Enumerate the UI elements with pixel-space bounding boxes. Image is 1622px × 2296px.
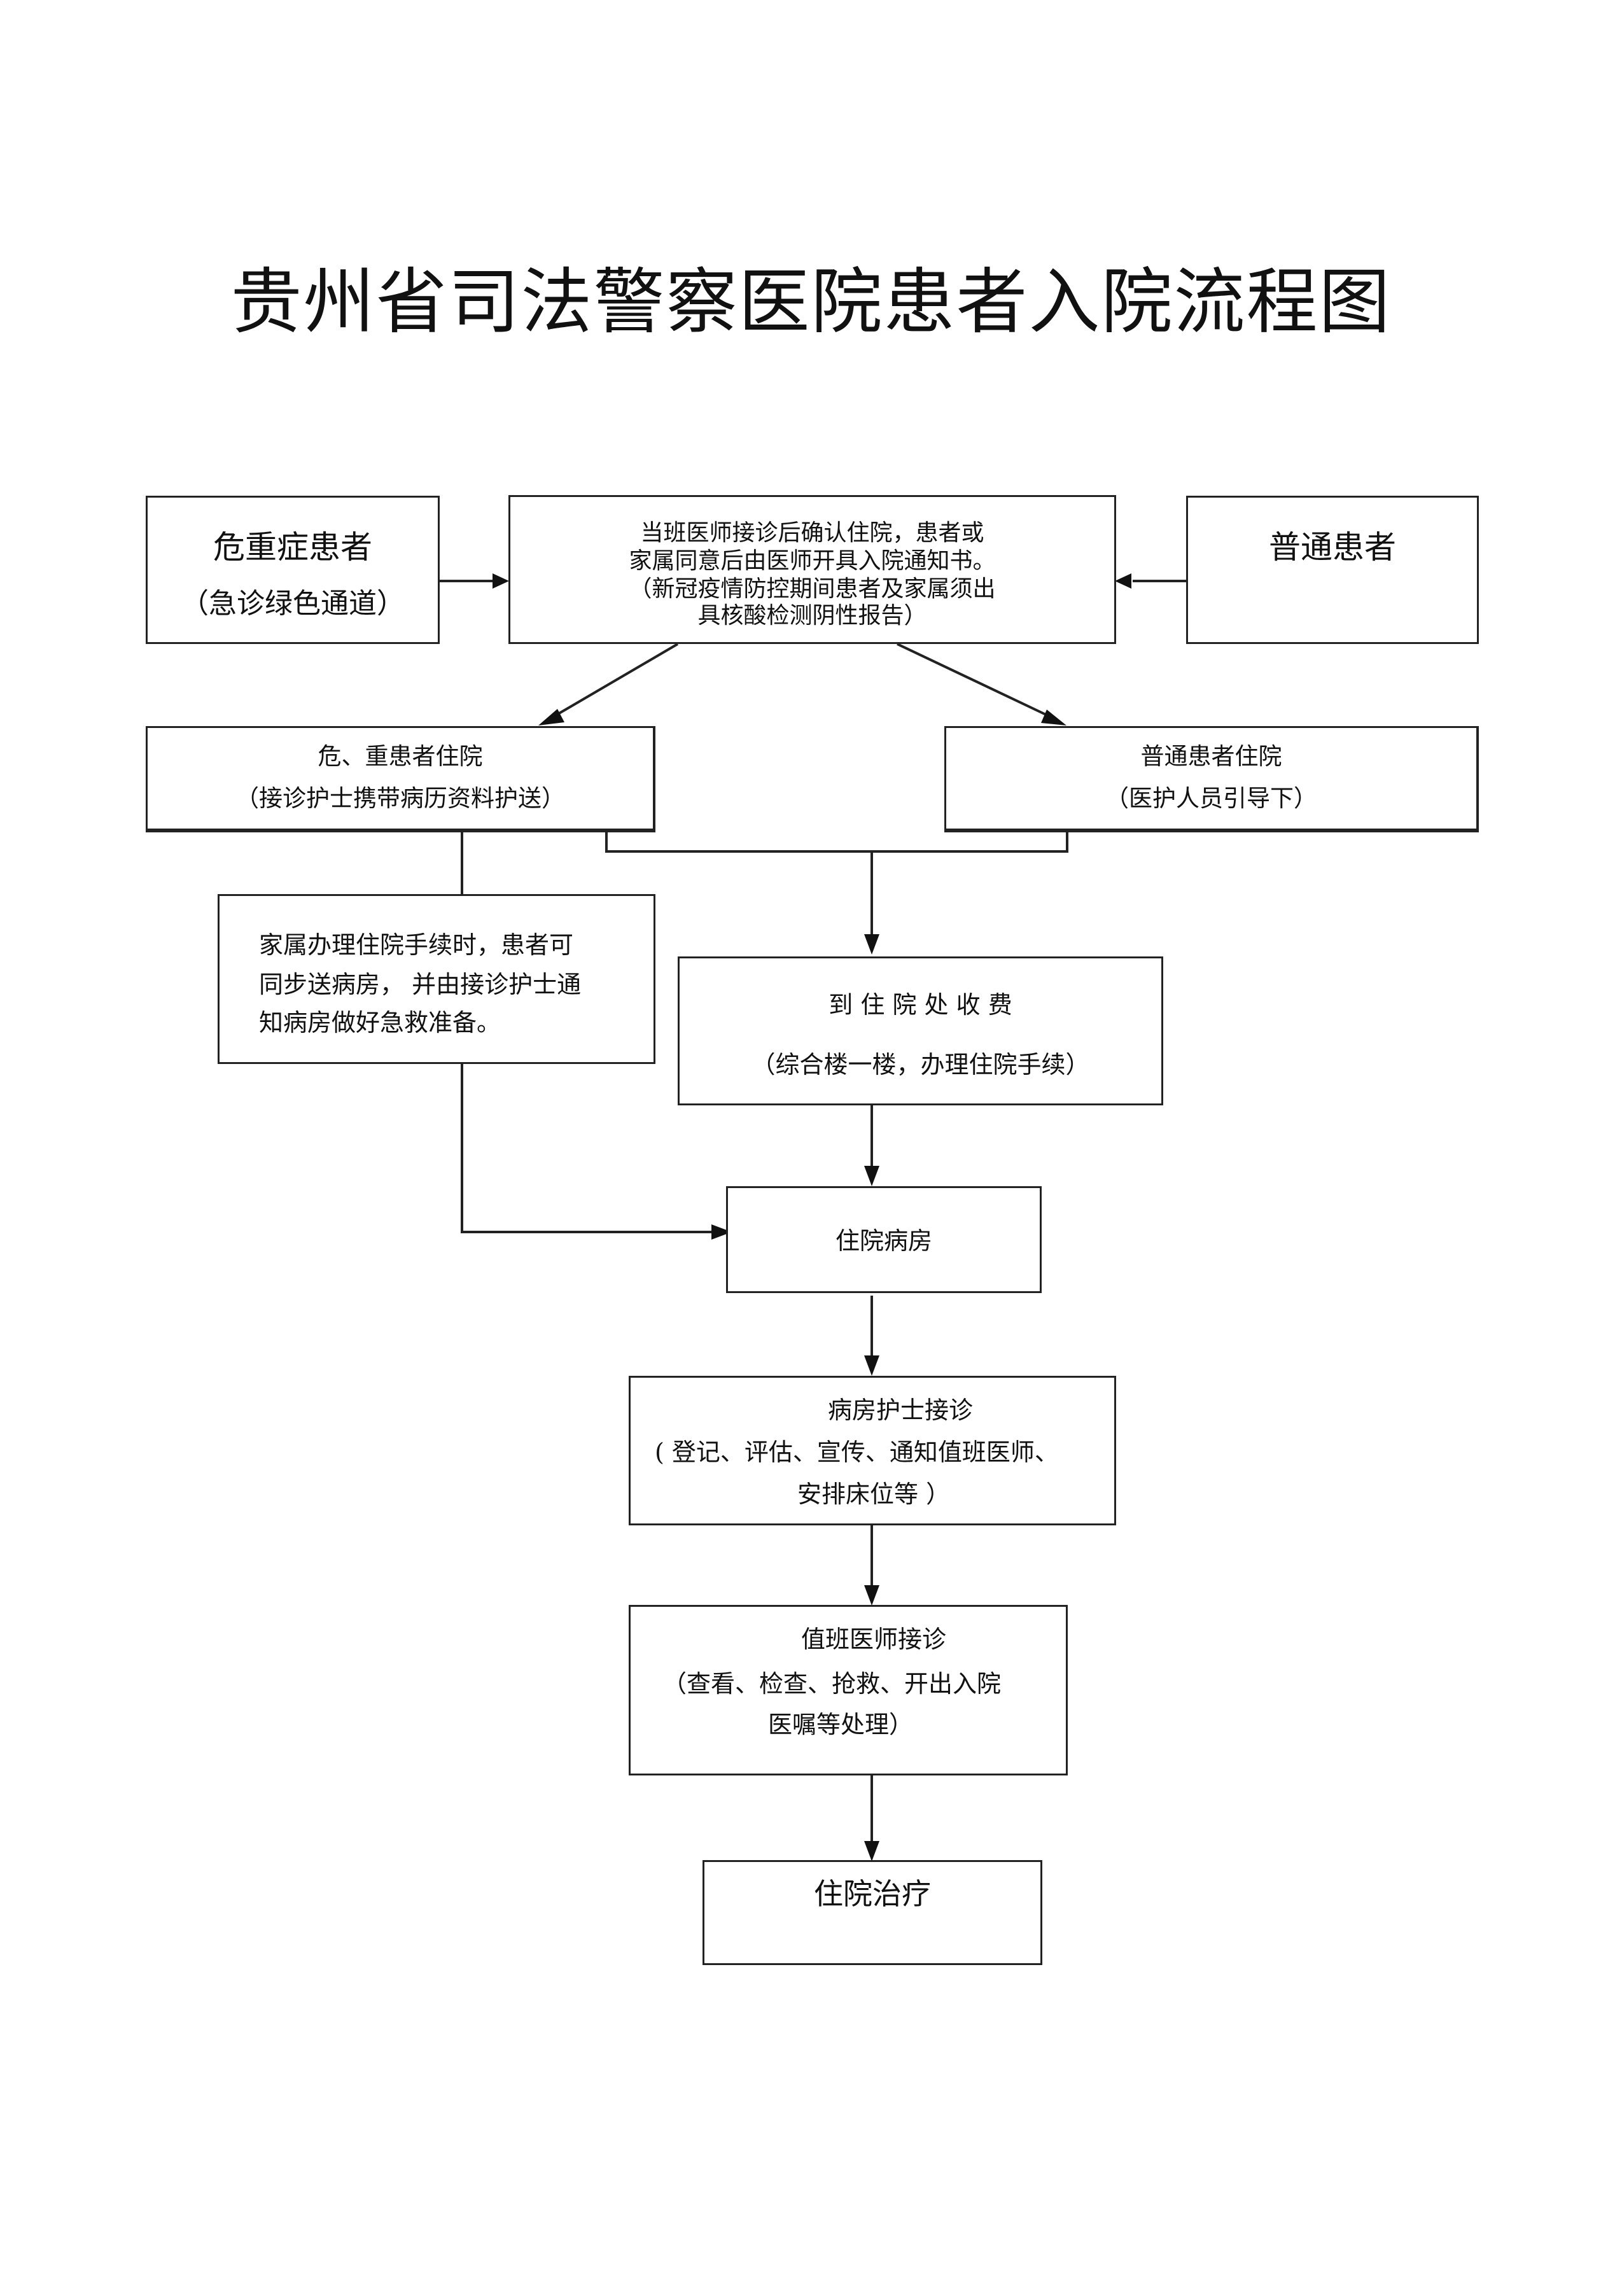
family-note-line-1: 家属办理住院手续时，患者可	[259, 931, 574, 959]
duty-doctor-line-2: （查看、检查、抢救、开出入院	[662, 1670, 1002, 1698]
box-duty-doctor: 值班医师接诊 （查看、检查、抢救、开出入院 医嘱等处理）	[629, 1605, 1068, 1775]
ward-nurse-line-2: ( 登记、评估、宣传、通知值班医师、	[655, 1438, 1059, 1466]
box-ward-nurse: 病房护士接诊 ( 登记、评估、宣传、通知值班医师、 安排床位等 ）	[629, 1376, 1116, 1525]
normal-admission-sub: （医护人员引导下）	[1105, 785, 1317, 812]
arrowhead-ward-to-nurse	[864, 1355, 879, 1376]
box-billing: 到 住 院 处 收 费 （综合楼一楼，办理住院手续）	[678, 956, 1163, 1105]
box-normal-admission: 普通患者住院 （医护人员引导下）	[944, 726, 1479, 832]
normal-admission-label: 普通患者住院	[1140, 743, 1282, 770]
ward-nurse-line-3: 安排床位等 ）	[797, 1480, 951, 1508]
family-note-line-2: 同步送病房， 并由接诊护士通	[259, 970, 582, 998]
arrowhead-doctor-to-treatment	[864, 1841, 879, 1861]
doctor-confirm-line-4: 具核酸检测阴性报告）	[697, 603, 927, 629]
normal-patient-label: 普通患者	[1269, 529, 1396, 566]
duty-doctor-label: 值班医师接诊	[801, 1625, 947, 1653]
page-title: 贵州省司法警察医院患者入院流程图	[230, 261, 1392, 344]
doctor-confirm-line-1: 当班医师接诊后确认住院，患者或	[640, 520, 984, 546]
critical-admission-sub: （接诊护士携带病历资料护送）	[235, 785, 565, 812]
box-critical-patient: 危重症患者 （急诊绿色通道）	[146, 496, 440, 644]
arrowhead-nurse-to-doctor	[864, 1585, 879, 1606]
box-normal-patient: 普通患者	[1186, 496, 1479, 644]
arrowhead-normal-to-confirm	[1115, 573, 1131, 589]
box-treatment: 住院治疗	[703, 1860, 1042, 1965]
treatment-label: 住院治疗	[814, 1877, 931, 1911]
box-doctor-confirm: 当班医师接诊后确认住院，患者或 家属同意后由医师开具入院通知书。 （新冠疫情防控…	[508, 495, 1116, 644]
ward-nurse-label: 病房护士接诊	[828, 1396, 974, 1424]
doctor-confirm-line-2: 家属同意后由医师开具入院通知书。	[629, 548, 996, 574]
box-ward: 住院病房	[726, 1186, 1042, 1293]
critical-patient-label: 危重症患者	[213, 529, 372, 566]
critical-admission-label: 危、重患者住院	[318, 743, 483, 770]
billing-label: 到 住 院 处 收 费	[828, 991, 1012, 1019]
arrowhead-billing-to-ward	[864, 1166, 879, 1186]
box-family-note: 家属办理住院手续时，患者可 同步送病房， 并由接诊护士通 知病房做好急救准备。	[218, 894, 655, 1064]
arrowhead-merge-to-billing	[864, 934, 879, 955]
doctor-confirm-line-3: （新冠疫情防控期间患者及家属须出	[629, 576, 996, 602]
arrowhead-note-to-ward	[711, 1224, 732, 1240]
arrowhead-critical-to-confirm	[493, 573, 509, 589]
duty-doctor-line-3: 医嘱等处理）	[768, 1711, 914, 1739]
box-critical-admission: 危、重患者住院 （接诊护士携带病历资料护送）	[146, 726, 655, 832]
family-note-line-3: 知病房做好急救准备。	[259, 1009, 501, 1037]
critical-patient-sub: （急诊绿色通道）	[181, 587, 405, 620]
billing-sub: （综合楼一楼，办理住院手续）	[751, 1051, 1090, 1079]
arrow-confirm-to-critical-admit	[552, 643, 679, 718]
arrow-confirm-to-normal-admit	[897, 643, 1051, 718]
arrow-note-to-ward	[461, 1064, 713, 1233]
connector-admit-merge	[605, 832, 1068, 853]
ward-label: 住院病房	[835, 1227, 932, 1255]
arrowhead-confirm-to-critical-admit	[538, 709, 564, 725]
arrowhead-confirm-to-normal-admit	[1041, 710, 1066, 725]
